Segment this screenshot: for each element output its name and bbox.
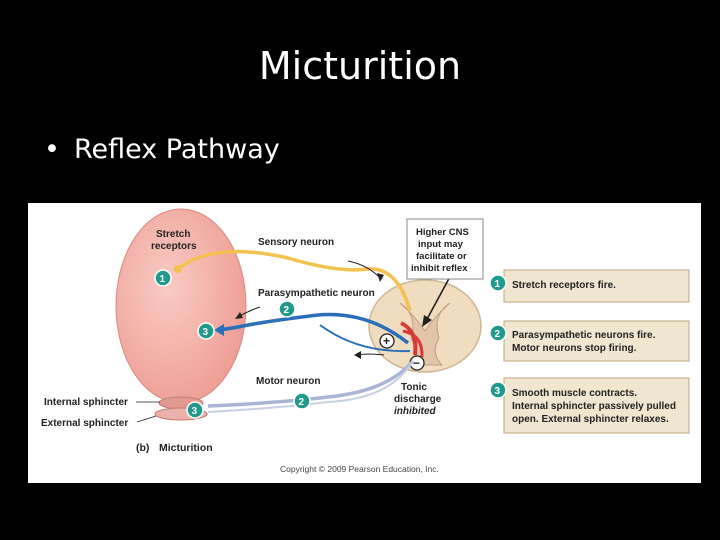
svg-text:Smooth muscle contracts.: Smooth muscle contracts. xyxy=(512,388,637,399)
inhibited-label: inhibited xyxy=(394,406,437,417)
svg-text:3: 3 xyxy=(192,406,198,417)
svg-text:Motor neurons stop firing.: Motor neurons stop firing. xyxy=(512,343,637,354)
higher-cns-box: Higher CNS input may facilitate or inhib… xyxy=(406,218,484,280)
return-direction-arrow xyxy=(357,353,385,356)
descending-input-arrowhead xyxy=(422,315,432,327)
plus-sign: + xyxy=(383,334,390,348)
svg-text:Internal sphincter passively p: Internal sphincter passively pulled xyxy=(512,401,676,412)
return-direction-arrowhead xyxy=(354,351,361,359)
parasympathetic-neuron-label: Parasympathetic neuron xyxy=(258,288,375,299)
svg-text:3: 3 xyxy=(495,386,501,397)
svg-text:2: 2 xyxy=(299,397,305,408)
diagram-badge: 2 xyxy=(293,392,311,410)
svg-text:open. External sphincter relax: open. External sphincter relaxes. xyxy=(512,414,669,425)
svg-text:Parasympathetic neurons fire.: Parasympathetic neurons fire. xyxy=(512,330,656,341)
parasympathetic-direction-arrowhead xyxy=(235,312,243,319)
svg-text:1: 1 xyxy=(160,274,166,285)
slide-title: Micturition xyxy=(258,44,462,88)
diagram-badge: 3 xyxy=(186,401,204,419)
interneuron-red-2 xyxy=(402,329,424,358)
bullet-text: Reflex Pathway xyxy=(73,134,280,165)
svg-text:3: 3 xyxy=(203,327,209,338)
sensory-direction-arrow xyxy=(347,260,381,279)
diagram-badge: 2 xyxy=(278,300,296,318)
parasympathetic-neuron-path xyxy=(217,312,410,345)
bullet-item: • Reflex Pathway xyxy=(44,134,280,165)
tonic-discharge-label: discharge xyxy=(394,394,442,405)
svg-text:input may: input may xyxy=(418,239,464,250)
stretch-receptor-dot xyxy=(174,265,182,273)
spinal-cord: + − xyxy=(368,272,482,373)
minus-sign: − xyxy=(413,356,420,370)
descending-input-arrow xyxy=(425,272,453,322)
motor-neuron-label: Motor neuron xyxy=(256,376,320,387)
bullet-dot: • xyxy=(44,134,60,165)
svg-text:Stretch receptors fire.: Stretch receptors fire. xyxy=(512,280,616,291)
spinal-cord-body xyxy=(368,279,482,373)
svg-text:facilitate or: facilitate or xyxy=(416,251,467,262)
micturition-figure: + − 1 2 3 2 3 Stretch receptors Sensory … xyxy=(28,203,701,483)
sensory-neuron-label: Sensory neuron xyxy=(258,237,334,248)
motor-neuron-path-2 xyxy=(207,360,414,413)
svg-text:2: 2 xyxy=(284,305,290,316)
sensory-neuron-path xyxy=(176,249,412,312)
external-sphincter-leader xyxy=(136,415,157,423)
panel-title: Micturition xyxy=(159,442,213,454)
sensory-direction-arrowhead xyxy=(377,273,384,282)
stretch-receptors-label: receptors xyxy=(151,241,197,252)
step-box: 2 Parasympathetic neurons fire. Motor ne… xyxy=(489,320,690,362)
diagram-badge: 3 xyxy=(197,322,215,340)
svg-text:1: 1 xyxy=(495,279,501,290)
step-box: 1 Stretch receptors fire. xyxy=(489,269,690,303)
gray-matter xyxy=(399,302,451,366)
svg-text:inhibit reflex: inhibit reflex xyxy=(411,263,468,274)
step-box: 3 Smooth muscle contracts. Internal sphi… xyxy=(489,377,690,434)
svg-text:Higher CNS: Higher CNS xyxy=(416,227,469,238)
motor-neuron-path xyxy=(207,359,415,408)
reflex-diagram: + − 1 2 3 2 3 Stretch receptors Sensory … xyxy=(41,208,690,474)
internal-sphincter-label: Internal sphincter xyxy=(44,397,128,408)
stretch-receptors-label: Stretch xyxy=(156,229,190,240)
diagram-badge: 1 xyxy=(154,269,172,287)
panel-letter: (b) xyxy=(136,442,149,454)
svg-text:2: 2 xyxy=(495,329,501,340)
copyright-note: Copyright © 2009 Pearson Education, Inc. xyxy=(280,464,439,474)
tonic-discharge-label: Tonic xyxy=(401,382,427,393)
parasympathetic-arrowhead xyxy=(214,324,224,336)
external-sphincter-label: External sphincter xyxy=(41,418,128,429)
plus-synapse xyxy=(379,333,395,349)
parasympathetic-neuron-path-2 xyxy=(319,324,411,353)
